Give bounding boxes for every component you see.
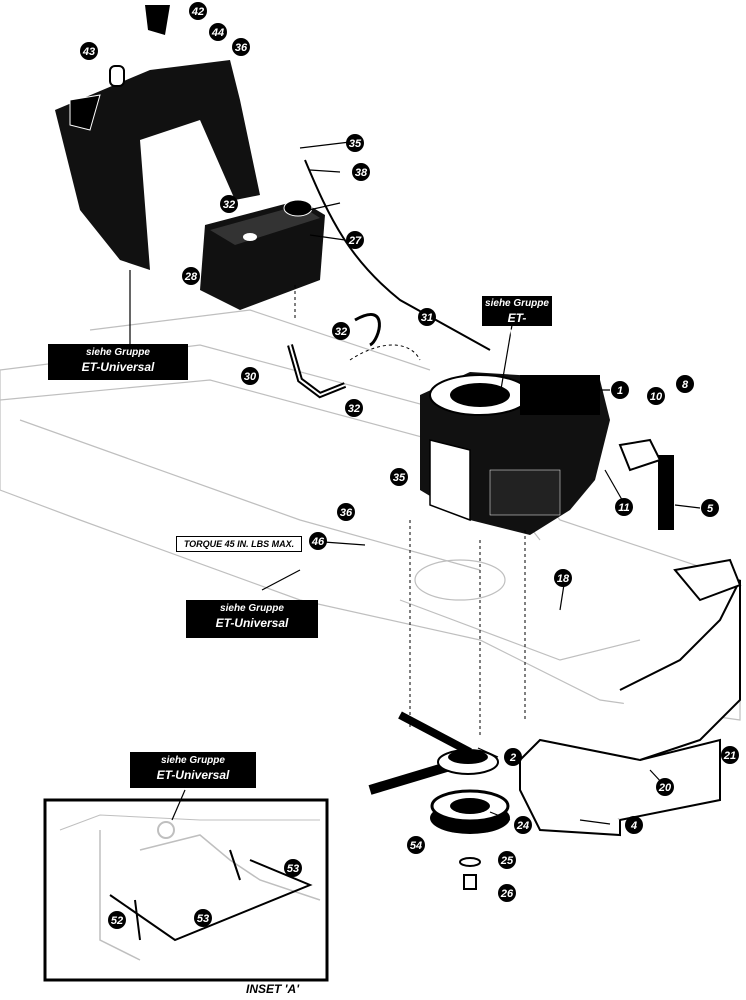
callout-31: 31	[418, 308, 436, 326]
callout-44: 44	[209, 23, 227, 41]
see-group-note-2: siehe Gruppe ET-Universal	[482, 296, 552, 339]
engine-pulley	[437, 749, 499, 775]
svg-text:10: 10	[650, 391, 663, 403]
inset-caption: INSET 'A'	[246, 982, 300, 996]
svg-text:27: 27	[348, 235, 362, 247]
callout-36: 36	[337, 503, 355, 521]
svg-text:21: 21	[723, 750, 736, 762]
callout-4: 4	[625, 816, 643, 834]
callout-32a: 32	[332, 322, 350, 340]
callout-5: 5	[701, 499, 719, 517]
svg-text:32: 32	[335, 326, 347, 338]
callout-28: 28	[182, 267, 200, 285]
callout-26: 26	[498, 884, 516, 902]
svg-text:18: 18	[557, 573, 570, 585]
callout-34: 32	[220, 195, 238, 213]
throttle-cable	[304, 159, 491, 351]
callout-35: 35	[390, 468, 408, 486]
torque-spec-label: TORQUE 45 IN. LBS MAX.	[176, 536, 302, 552]
svg-text:1: 1	[617, 385, 623, 397]
bolt-26	[463, 874, 477, 890]
fuel-hose	[354, 312, 381, 347]
callout-42: 42	[189, 2, 207, 20]
engine	[420, 372, 610, 535]
washer	[459, 857, 481, 867]
callout-10: 10	[647, 387, 665, 405]
svg-text:38: 38	[355, 167, 368, 179]
muffler-bracket	[618, 438, 662, 472]
svg-text:32: 32	[348, 403, 360, 415]
engine-guard	[518, 558, 742, 837]
fuel-line-highlight	[289, 344, 346, 397]
callout-24: 24	[514, 816, 532, 834]
fuel-shroud	[55, 5, 260, 270]
svg-text:2: 2	[509, 752, 516, 764]
drive-belt-left	[398, 711, 472, 756]
note-target: ET-Universal	[81, 360, 155, 374]
note-label: siehe Gruppe	[485, 298, 549, 309]
fuel-tank	[200, 199, 325, 310]
svg-text:43: 43	[82, 46, 95, 58]
note-target: ET-Universal	[156, 768, 230, 782]
svg-text:30: 30	[244, 371, 257, 383]
callout-1: 1	[611, 381, 629, 399]
svg-text:8: 8	[682, 379, 689, 391]
callout-2: 2	[504, 748, 522, 766]
see-group-note-1: siehe Gruppe ET-Universal	[48, 344, 188, 380]
svg-text:25: 25	[500, 855, 514, 867]
svg-text:4: 4	[630, 820, 637, 832]
callout-32b: 32	[345, 399, 363, 417]
callout-25: 25	[498, 851, 516, 869]
svg-text:36: 36	[340, 507, 353, 519]
svg-text:32: 32	[223, 199, 235, 211]
callout-52: 52	[108, 911, 126, 929]
drive-pulley	[430, 789, 510, 834]
svg-text:54: 54	[410, 840, 422, 852]
callout-21: 21	[721, 746, 739, 764]
note-label: siehe Gruppe	[86, 347, 150, 358]
callout-8: 8	[676, 375, 694, 393]
note-target: ET-Universal	[215, 616, 289, 630]
muffler-deflector	[658, 455, 674, 530]
callout-46: 46	[309, 532, 327, 550]
svg-text:44: 44	[211, 27, 224, 39]
svg-text:46: 46	[311, 536, 325, 548]
svg-text:42: 42	[191, 6, 204, 18]
see-group-note-3: siehe Gruppe ET-Universal	[186, 600, 318, 638]
svg-text:53: 53	[287, 863, 299, 875]
callout-43: 43	[80, 42, 98, 60]
callout-18: 18	[554, 569, 572, 587]
note-label: siehe Gruppe	[161, 755, 225, 766]
inset-frame	[43, 798, 329, 982]
callout-30: 30	[241, 367, 259, 385]
callout-27: 27	[346, 231, 364, 249]
svg-text:5: 5	[707, 503, 714, 515]
alignment-lines	[294, 285, 526, 735]
svg-text:11: 11	[618, 502, 629, 514]
callout-11: 11	[615, 498, 633, 516]
svg-text:35: 35	[349, 138, 362, 150]
svg-text:52: 52	[111, 915, 123, 927]
svg-text:26: 26	[500, 888, 514, 900]
svg-text:24: 24	[516, 820, 529, 832]
svg-text:31: 31	[421, 312, 433, 324]
callout-54: 54	[407, 836, 425, 854]
callout-20: 20	[656, 778, 674, 796]
svg-text:20: 20	[658, 782, 672, 794]
callout-40: 38	[352, 163, 370, 181]
callout-53a: 53	[284, 859, 302, 877]
callout-38: 35	[346, 134, 364, 152]
part-callouts: 42 44 36 43 35 38 32 27 28 31 32 30 32 1…	[80, 2, 739, 929]
callout-53b: 53	[194, 909, 212, 927]
svg-text:53: 53	[197, 913, 209, 925]
svg-text:36: 36	[235, 42, 248, 54]
svg-text:35: 35	[393, 472, 406, 484]
note-label: siehe Gruppe	[220, 603, 284, 614]
see-group-note-4: siehe Gruppe ET-Universal	[130, 752, 256, 788]
svg-text:28: 28	[184, 271, 198, 283]
callout-39: 36	[232, 38, 250, 56]
note-target: ET-Universal	[489, 311, 545, 339]
